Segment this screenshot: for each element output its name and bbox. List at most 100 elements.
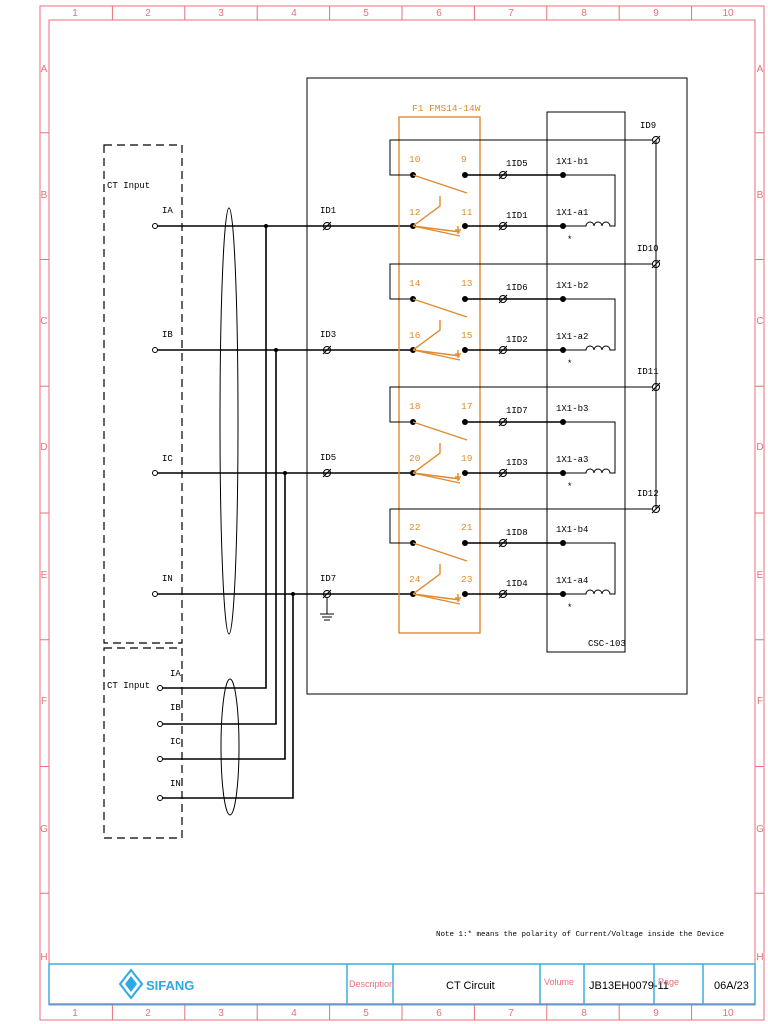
page-value: 06A/23 bbox=[714, 980, 749, 992]
row-label: F bbox=[757, 696, 763, 707]
switch-blade bbox=[412, 320, 441, 351]
terminal-circle bbox=[499, 171, 507, 179]
outer-frame bbox=[39, 5, 765, 1021]
switch-pin-label: 20 bbox=[409, 453, 421, 464]
sifang-logo-icon bbox=[118, 968, 144, 1000]
column-labels-bottom: 1 2 3 4 5 6 7 8 9 10 bbox=[72, 1008, 734, 1019]
col-label: 8 bbox=[581, 1008, 587, 1019]
row-label: H bbox=[756, 952, 763, 963]
terminal-slash bbox=[498, 417, 508, 427]
terminal-circle bbox=[499, 346, 507, 354]
terminal-circle bbox=[157, 756, 163, 762]
cable-bundle-bottom bbox=[220, 678, 240, 816]
ct-input-label-top: CT Input bbox=[107, 181, 150, 191]
device-inputs: 1X1-b1 1X1-a1 * 1X1-b2 1X1-a2 * 1X1-b3 1… bbox=[556, 157, 616, 613]
terminal-circle bbox=[152, 347, 158, 353]
terminal-label: ID10 bbox=[637, 244, 659, 254]
title-block: SIFANG Description CT Circuit Volume JB1… bbox=[48, 963, 756, 1005]
switch-blade bbox=[412, 593, 461, 601]
row-label: E bbox=[41, 570, 48, 581]
switch-blade bbox=[412, 421, 468, 441]
test-switch-title: F1 FMS14-14W bbox=[412, 103, 481, 114]
page-label: Page bbox=[658, 977, 679, 987]
device-pin-label: 1X1-b4 bbox=[556, 525, 588, 535]
terminal-label: 1ID5 bbox=[506, 159, 528, 169]
phase-label: IN bbox=[170, 779, 181, 789]
terminal-label: 1ID6 bbox=[506, 283, 528, 293]
terminal-label: ID7 bbox=[320, 574, 336, 584]
row-label: B bbox=[757, 190, 764, 201]
title-block-border bbox=[48, 963, 756, 1005]
terminal-circle bbox=[157, 685, 163, 691]
switch-blade bbox=[412, 564, 441, 595]
col-label: 4 bbox=[291, 1008, 297, 1019]
terminal-label: ID12 bbox=[637, 489, 659, 499]
coil-icon bbox=[563, 589, 612, 595]
wire-ib-parallel bbox=[162, 350, 277, 725]
junction-dot bbox=[274, 348, 278, 352]
col-label: 1 bbox=[72, 8, 78, 19]
row-label: D bbox=[40, 442, 47, 453]
terminal-slash bbox=[651, 135, 661, 145]
terminal-slash bbox=[322, 589, 332, 599]
switch-group: 18 17 20 19 bbox=[409, 401, 473, 484]
terminal-circle bbox=[499, 590, 507, 598]
return-loop-2 bbox=[389, 263, 652, 300]
wire-ic-parallel bbox=[162, 473, 286, 760]
terminal-circle bbox=[499, 295, 507, 303]
terminal-circle bbox=[652, 260, 660, 268]
col-label: 5 bbox=[363, 8, 369, 19]
terminal-circle bbox=[323, 469, 331, 477]
terminal-circle bbox=[157, 795, 163, 801]
terminal-slash bbox=[322, 345, 332, 355]
col-label: 7 bbox=[508, 1008, 514, 1019]
terminal-slash bbox=[322, 221, 332, 231]
polarity-note: Note 1:* means the polarity of Current/V… bbox=[436, 931, 724, 939]
col-label: 5 bbox=[363, 1008, 369, 1019]
junction-dot bbox=[283, 471, 287, 475]
terminal-label: ID3 bbox=[320, 330, 336, 340]
switch-blade bbox=[412, 349, 461, 357]
ground-icon bbox=[320, 598, 334, 621]
phase-label: IC bbox=[162, 454, 173, 464]
row-label: G bbox=[756, 824, 764, 835]
return-loop-4 bbox=[389, 508, 652, 544]
phase-label: IA bbox=[162, 206, 173, 216]
device-box bbox=[546, 111, 626, 653]
ct-input-box-bottom bbox=[103, 647, 183, 839]
row-label: D bbox=[756, 442, 763, 453]
device-pin-label: 1X1-b3 bbox=[556, 404, 588, 414]
terminal-circle bbox=[152, 591, 158, 597]
phase-label: IN bbox=[162, 574, 173, 584]
col-label: 10 bbox=[722, 8, 734, 19]
switch-pin-label: 17 bbox=[461, 401, 472, 412]
switch-pin-label: 9 bbox=[461, 154, 467, 165]
terminal-circle bbox=[652, 383, 660, 391]
polarity-mark: * bbox=[567, 235, 572, 245]
terminal-label: ID11 bbox=[637, 367, 659, 377]
polarity-mark: * bbox=[567, 603, 572, 613]
phase-wires bbox=[157, 225, 411, 595]
terminal-label: 1ID1 bbox=[506, 211, 528, 221]
row-label: F bbox=[41, 696, 47, 707]
switch-blade bbox=[412, 196, 441, 227]
switch-pin-label: 18 bbox=[409, 401, 421, 412]
row-label: B bbox=[41, 190, 48, 201]
switch-pin-label: 16 bbox=[409, 330, 421, 341]
switch-blade bbox=[412, 443, 441, 474]
parallel-ct-wires bbox=[162, 224, 295, 799]
terminal-label: 1ID2 bbox=[506, 335, 528, 345]
terminal-slash bbox=[322, 468, 332, 478]
terminal-slash bbox=[498, 170, 508, 180]
row-label: G bbox=[40, 824, 48, 835]
coil-icon bbox=[563, 345, 612, 351]
terminal-slash bbox=[651, 504, 661, 514]
switch-blade bbox=[412, 298, 468, 318]
col-label: 3 bbox=[218, 8, 224, 19]
input-terminals bbox=[152, 223, 163, 801]
panel-box bbox=[306, 77, 688, 695]
device-pin-label: 1X1-a2 bbox=[556, 332, 588, 342]
switch-group: 14 13 16 15 bbox=[409, 278, 473, 361]
row-label: A bbox=[41, 64, 48, 75]
